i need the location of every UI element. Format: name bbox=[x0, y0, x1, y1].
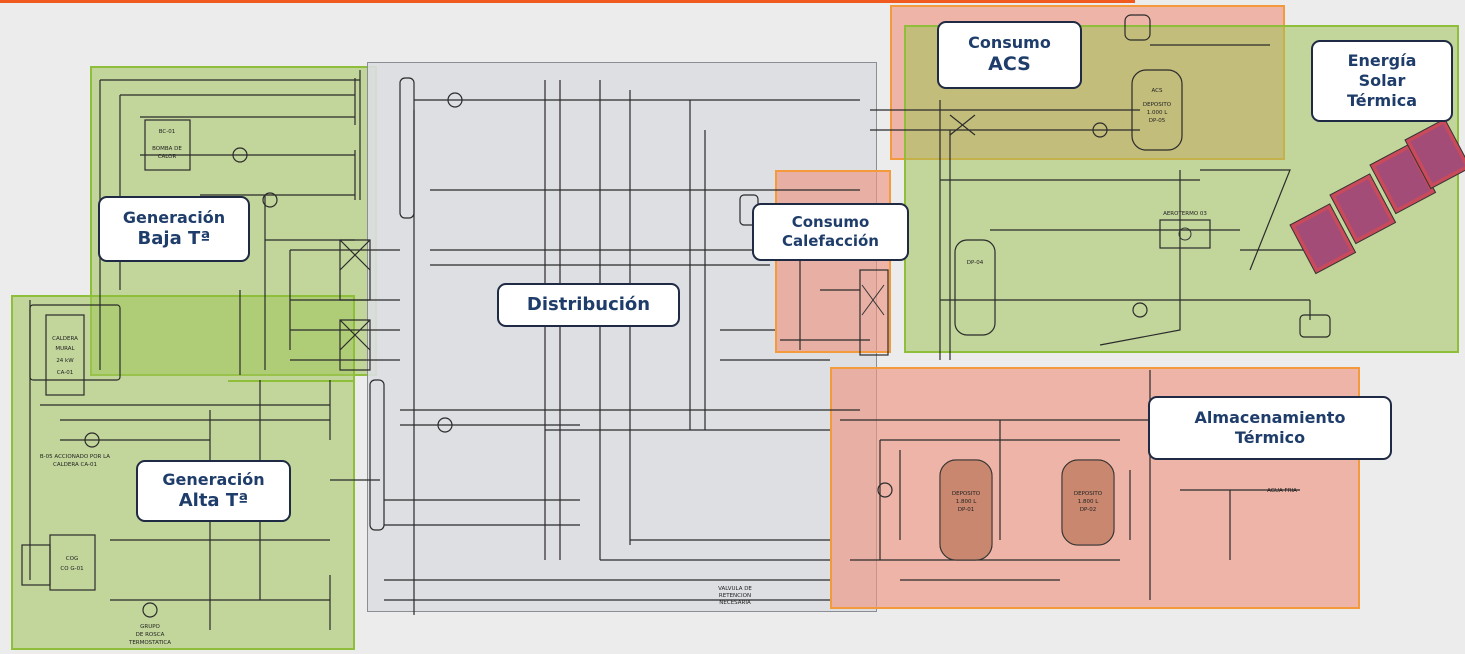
acciona-label: B-05 ACCIONADO POR LA bbox=[40, 454, 110, 460]
cogen-label: COG bbox=[66, 556, 78, 562]
label-distribucion: Distribución bbox=[497, 283, 680, 327]
label-line: Calefacción bbox=[781, 232, 879, 250]
deposito2-label: DEPOSITO bbox=[1074, 491, 1103, 497]
label-energia-solar: Energía Solar Térmica bbox=[1311, 40, 1453, 122]
dp04-label: DP-04 bbox=[967, 260, 984, 266]
acciona-label: CALDERA CA-01 bbox=[53, 462, 97, 468]
label-line: Consumo bbox=[968, 33, 1051, 53]
grupo-label: DE ROSCA bbox=[136, 632, 165, 638]
bomba-calor-label: BOMBA DE bbox=[152, 146, 182, 152]
agua-fria-label: AGUA FRIA bbox=[1267, 488, 1297, 494]
caldera-label: CALDERA bbox=[52, 336, 78, 342]
top-accent-bar bbox=[0, 0, 1135, 3]
grupo-label: GRUPO bbox=[140, 624, 160, 630]
valvula-retencion-label: VALVULA DE bbox=[718, 586, 752, 592]
deposito2-label: DP-02 bbox=[1080, 507, 1096, 513]
zone-consumo-calefaccion bbox=[775, 170, 891, 353]
label-line: Solar bbox=[1358, 71, 1406, 90]
bomba-calor-label: BC-01 bbox=[159, 129, 176, 135]
label-line: Generación bbox=[122, 207, 226, 227]
acs-tank-label: ACS bbox=[1152, 88, 1164, 94]
label-line: ACS bbox=[988, 53, 1031, 76]
label-line: Consumo bbox=[791, 213, 870, 232]
label-line: Almacenamiento bbox=[1194, 408, 1346, 427]
grupo-label: TERMOSTATICA bbox=[128, 640, 171, 646]
cogen-label: CO G-01 bbox=[60, 566, 83, 572]
valvula-retencion-label: RETENCION bbox=[719, 593, 751, 599]
deposito2-label: 1.800 L bbox=[1078, 499, 1099, 505]
label-line: Térmico bbox=[1234, 428, 1306, 447]
aerotermo-label: AEROTERMO 03 bbox=[1163, 211, 1207, 217]
label-almacenamiento: Almacenamiento Térmico bbox=[1148, 396, 1392, 460]
label-line: Distribución bbox=[526, 293, 651, 315]
label-line: Alta Tª bbox=[178, 489, 249, 511]
bomba-calor-label: CALOR bbox=[158, 154, 177, 160]
caldera-label: CA-01 bbox=[57, 370, 73, 376]
label-line: Térmica bbox=[1347, 91, 1417, 110]
label-line: Energía bbox=[1347, 51, 1417, 70]
zone-generacion-alta-ext bbox=[228, 380, 355, 382]
label-line: Baja Tª bbox=[137, 227, 211, 249]
label-generacion-baja: Generación Baja Tª bbox=[98, 196, 250, 262]
deposito1-label: DEPOSITO bbox=[952, 491, 981, 497]
label-line: Generación bbox=[162, 469, 265, 489]
label-consumo-acs: Consumo ACS bbox=[937, 21, 1082, 89]
caldera-label: MURAL bbox=[55, 346, 75, 352]
acs-tank-label: DP-05 bbox=[1149, 118, 1166, 124]
label-generacion-alta: Generación Alta Tª bbox=[136, 460, 291, 522]
solar-panel bbox=[1329, 173, 1397, 245]
label-consumo-calefaccion: Consumo Calefacción bbox=[752, 203, 909, 261]
acs-tank-label: 1.000 L bbox=[1147, 110, 1168, 116]
solar-panel bbox=[1289, 203, 1357, 275]
deposito1-label: 1.800 L bbox=[956, 499, 977, 505]
valvula-retencion-label: NECESARIA bbox=[719, 600, 751, 606]
deposito1-label: DP-01 bbox=[958, 507, 974, 513]
acs-tank-label: DEPOSITO bbox=[1143, 102, 1172, 108]
solar-panel bbox=[1404, 118, 1465, 190]
caldera-label: 24 kW bbox=[56, 358, 74, 364]
